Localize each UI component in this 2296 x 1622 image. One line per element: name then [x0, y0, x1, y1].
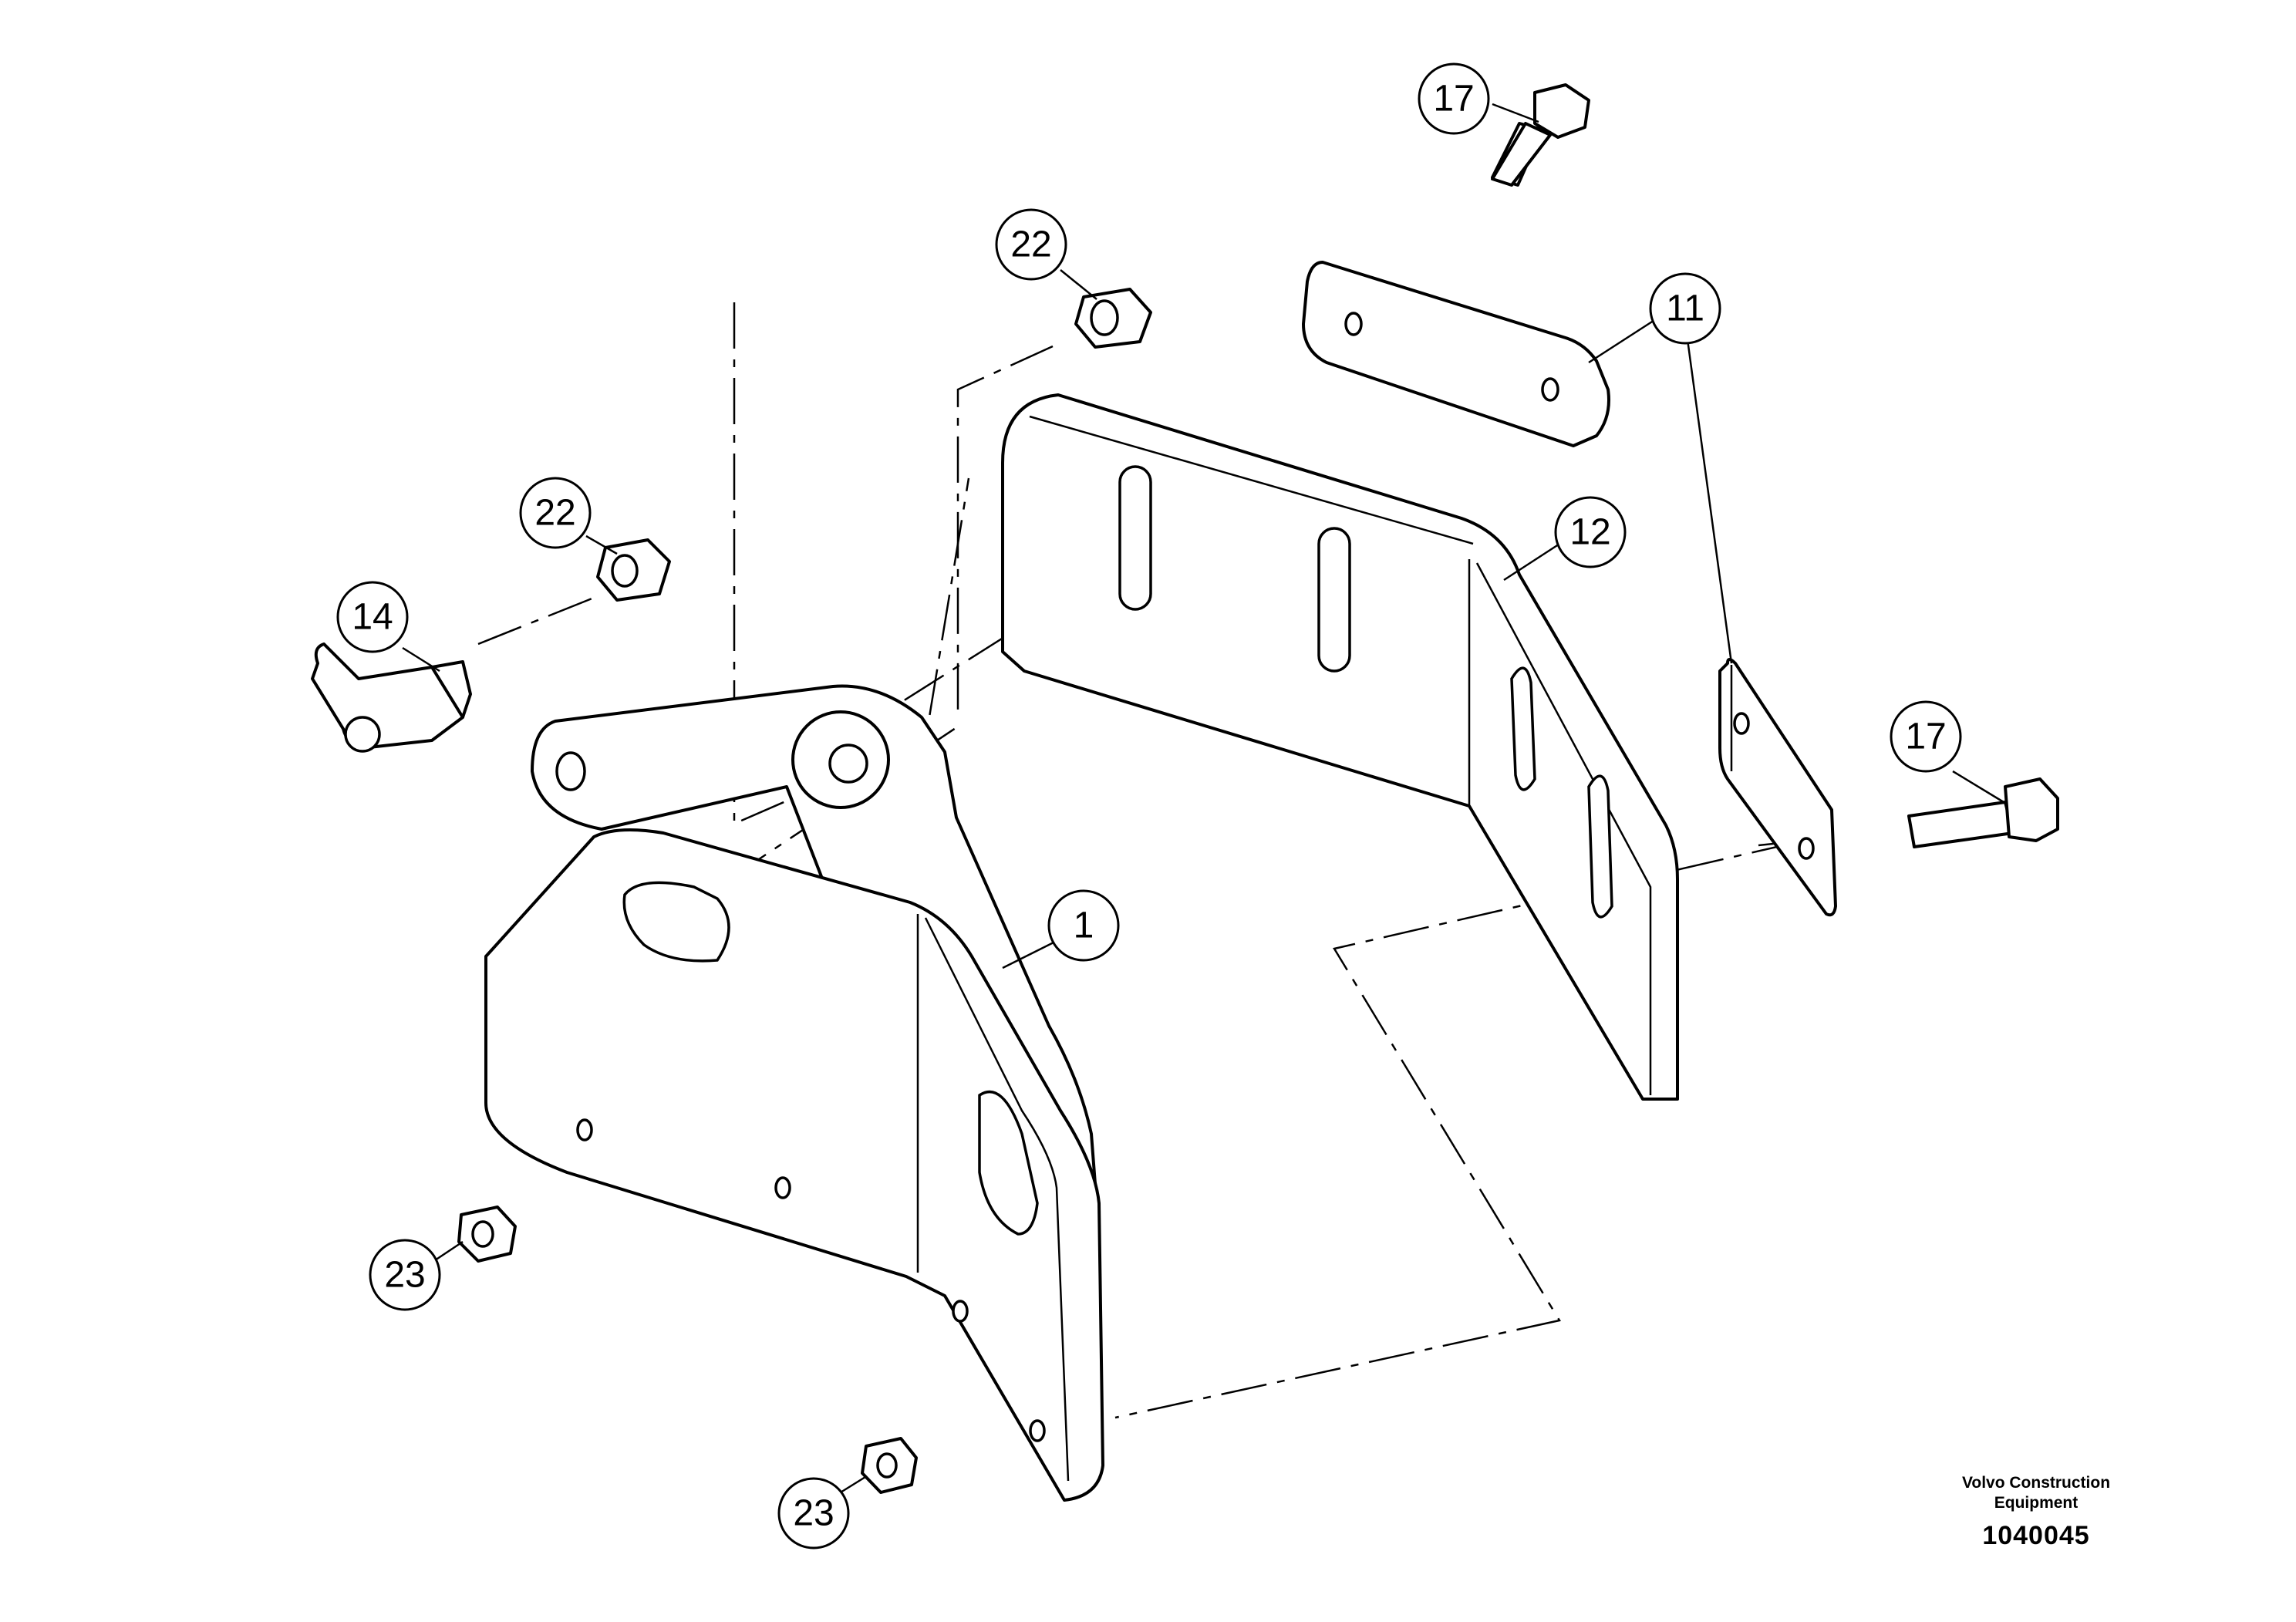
svg-text:11: 11 [1666, 288, 1704, 329]
svg-text:17: 17 [1433, 79, 1474, 120]
link-plate-11-top [1302, 261, 1610, 447]
slot-hole [1587, 774, 1613, 919]
callout-23-upper: 23 [369, 1239, 441, 1311]
callout-17-right: 17 [1890, 700, 1962, 773]
callout-22-top: 22 [995, 208, 1067, 281]
svg-text:1: 1 [1074, 905, 1094, 946]
drawing-number: 1040045 [1982, 1521, 2090, 1550]
svg-text:17: 17 [1905, 717, 1946, 757]
callout-22-middle: 22 [519, 477, 592, 549]
slot-hole [1118, 465, 1152, 611]
slot-hole [1317, 527, 1351, 673]
callout-11: 11 [1649, 272, 1721, 345]
svg-text:14: 14 [352, 597, 393, 638]
callout-12: 12 [1554, 496, 1627, 568]
callout-leaders [402, 103, 2004, 1496]
bolt-17-right [1907, 777, 2059, 848]
angle-plate-12 [1001, 393, 1679, 1101]
oval-hole [978, 1090, 1039, 1236]
svg-text:22: 22 [1010, 224, 1051, 265]
callout-17-top: 17 [1418, 62, 1490, 135]
nut-22-top [1074, 288, 1152, 349]
svg-text:12: 12 [1569, 512, 1610, 553]
nut-22-middle [596, 538, 671, 602]
slot-hole [1510, 666, 1536, 791]
svg-text:23: 23 [384, 1255, 425, 1296]
manufacturer-label: Volvo Construction Equipment [1961, 1474, 2111, 1512]
oval-hole [622, 881, 730, 963]
callout-23-lower: 23 [777, 1477, 850, 1549]
callout-14: 14 [336, 581, 409, 653]
svg-text:22: 22 [534, 493, 575, 534]
lock-nut-23-lower [861, 1437, 918, 1494]
wing-pin-14 [311, 642, 472, 753]
svg-text:23: 23 [793, 1493, 834, 1534]
callout-1: 1 [1047, 889, 1120, 962]
bolt-17-top [1491, 83, 1590, 187]
link-plate-11-right [1718, 658, 1837, 917]
lock-nut-23-upper [457, 1206, 517, 1263]
main-bracket-1 [484, 684, 1104, 1502]
